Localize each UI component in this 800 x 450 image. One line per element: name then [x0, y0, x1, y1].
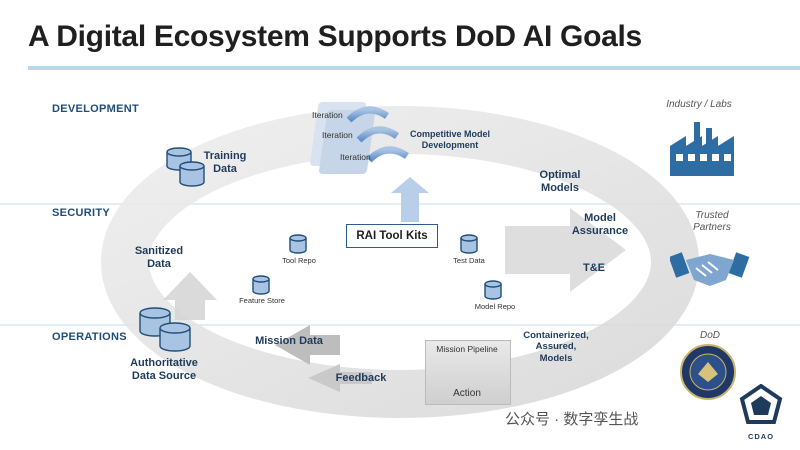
rai-up-arrow [391, 177, 429, 222]
feedback-arrow [308, 364, 372, 392]
iteration-cluster [310, 102, 410, 174]
lane-divider-operations [0, 324, 800, 326]
ring-arrow-right [505, 208, 626, 292]
title-divider [28, 66, 800, 70]
lane-divider-security [0, 203, 800, 205]
model-repo-label: Model Repo [474, 302, 516, 311]
training-data-database-icon [166, 147, 205, 187]
te-label: T&E [583, 262, 605, 274]
feedback-label: Feedback [335, 372, 387, 384]
model-repo-database-icon [484, 280, 502, 300]
iteration-label-3: Iteration [340, 152, 371, 162]
ring-arrow-left [163, 272, 217, 320]
training-data-label: Training Data [203, 150, 247, 176]
test-data-label: Test Data [453, 256, 485, 265]
optimal-models-label: Optimal Models [539, 169, 581, 195]
page-title: A Digital Ecosystem Supports DoD AI Goal… [28, 20, 642, 53]
handshake-icon [670, 252, 750, 286]
competitive-model-development-label: Competitive Model Development [409, 129, 490, 150]
iteration-label-2: Iteration [322, 130, 353, 140]
containerized-models-label: Containerized, Assured, Models [523, 330, 589, 364]
feature-store-label: Feature Store [239, 296, 285, 305]
test-data-database-icon [460, 234, 478, 254]
authoritative-data-source-label: Authoritative Data Source [130, 357, 198, 383]
tool-repo-label: Tool Repo [282, 256, 316, 265]
industry-labs-label: Industry / Labs [666, 99, 732, 110]
authoritative-data-source-database-icon [139, 307, 191, 352]
cdao-logo-text: CDAO [747, 432, 775, 441]
mission-pipeline-box [425, 340, 511, 405]
lane-operations: OPERATIONS [52, 331, 127, 343]
factory-icon [670, 122, 734, 176]
mission-data-arrow [275, 325, 340, 365]
mission-pipeline-label: Mission Pipeline [436, 344, 498, 354]
watermark-text: 公众号 · 数字孪生战 [505, 411, 639, 428]
dod-seal-icon [680, 344, 736, 400]
lane-security: SECURITY [52, 207, 111, 219]
action-label: Action [453, 388, 481, 399]
sanitized-data-label: Sanitized Data [134, 245, 184, 271]
dod-label: DoD [699, 330, 720, 341]
lane-development: DEVELOPMENT [52, 103, 140, 115]
iteration-label-1: Iteration [312, 110, 343, 120]
trusted-partners-label: Trusted Partners [693, 210, 731, 233]
model-assurance-label: Model Assurance [571, 212, 629, 238]
rai-tool-kits-box: RAI Tool Kits [346, 224, 438, 248]
mission-data-label: Mission Data [255, 335, 323, 347]
cdao-logo-icon [739, 384, 783, 424]
tool-repo-database-icon [289, 234, 307, 254]
feature-store-database-icon [252, 275, 270, 295]
